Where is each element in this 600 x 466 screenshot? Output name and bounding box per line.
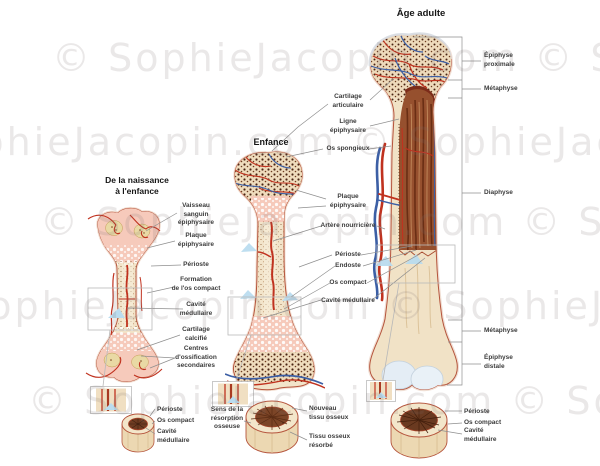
epiphysis-vessel-network — [233, 153, 302, 197]
label-tissu-osseux-resorbe: Tissu osseux résorbé — [309, 433, 351, 449]
bone-adult-illustration — [367, 32, 460, 392]
label-artere-nourriciere: Artère nourricière — [320, 222, 376, 229]
stage-title-adult: Âge adulte — [396, 8, 446, 19]
label-cross-right-perioste: Périoste — [464, 408, 490, 415]
label-cavite-medullaire-shared: Cavité médullaire — [321, 297, 375, 304]
label-diaphyse: Diaphyse — [484, 189, 513, 196]
nutrient-vessels-external — [373, 142, 401, 302]
cross-section-childhood — [245, 400, 299, 454]
label-ligne-epiphysaire: Ligne épiphysaire — [329, 118, 367, 134]
label-perioste-shared: Périoste — [335, 251, 361, 258]
adult-bone-tissues — [369, 34, 458, 390]
label-plaque-epiphysaire-child: Plaque épiphysaire — [329, 193, 367, 209]
ossification-centers — [103, 220, 151, 370]
label-metaphyse-superieure: Métaphyse — [484, 85, 518, 92]
adult-bracket — [413, 36, 481, 386]
epiphysis-vessel-network — [370, 35, 450, 89]
label-centres-ossification: Centres d'ossification secondaires — [175, 345, 217, 370]
label-cross-left-cavite: Cavité médullaire — [157, 428, 190, 444]
epiphyseal-blood-vessels — [85, 214, 163, 379]
inset-adult-shaft — [366, 380, 396, 402]
label-cross-left-perioste: Périoste — [157, 406, 183, 413]
label-cartilage-calcifie: Cartilage calcifié — [182, 326, 210, 342]
label-perioste-birth: Périoste — [183, 261, 209, 268]
shared-leader-lines — [262, 78, 426, 319]
label-cavite-medullaire-birth: Cavité médullaire — [179, 301, 213, 317]
label-cross-right-os-compact: Os compact — [464, 419, 502, 426]
label-metaphyse-inferieure: Métaphyse — [484, 327, 518, 334]
stage-title-birth: De la naissance à l'enfance — [105, 175, 169, 197]
bone-childhood-illustration — [225, 150, 325, 392]
label-sens-resorption: Sens de la résorption osseuse — [210, 406, 244, 431]
zoom-region-rects — [87, 244, 456, 387]
label-plaque-epiphysaire-birth: Plaque épiphysaire — [177, 232, 215, 248]
cutaway-edge — [398, 249, 438, 257]
inset-childhood-shaft — [212, 381, 254, 407]
label-nouveau-tissu-osseux: Nouveau tissu osseux — [309, 405, 349, 421]
stage-title-childhood: Enfance — [253, 137, 289, 147]
cross-section-birth — [121, 413, 155, 453]
label-epiphyse-distale: Épiphyse distale — [484, 354, 513, 370]
label-epiphyse-proximale: Épiphyse proximale — [484, 52, 515, 68]
bone-birth-illustration — [85, 206, 163, 383]
label-cross-left-os-compact: Os compact — [157, 417, 195, 424]
label-os-compact-shared: Os compact — [329, 279, 367, 286]
label-cross-right-cavite: Cavité médullaire — [464, 427, 497, 443]
cross-section-leader-lines — [145, 407, 463, 441]
birth-leader-lines — [126, 212, 184, 369]
resorption-arrow-icon — [375, 254, 423, 266]
inset-birth-shaft — [90, 386, 132, 414]
cross-section-adult — [390, 402, 448, 459]
label-cartilage-articulaire: Cartilage articulaire — [332, 93, 364, 109]
label-os-spongieux: Os spongieux — [326, 145, 370, 152]
label-vaisseau-sanguin-epiphysaire: Vaisseau sanguin épiphysaire — [177, 202, 215, 227]
nutrient-artery — [257, 221, 275, 311]
label-formation-os-compact: Formation de l'os compact — [171, 276, 221, 292]
distal-condyle — [410, 365, 444, 390]
resorption-arrow-icon — [108, 308, 125, 318]
label-endoste: Endoste — [335, 262, 361, 269]
